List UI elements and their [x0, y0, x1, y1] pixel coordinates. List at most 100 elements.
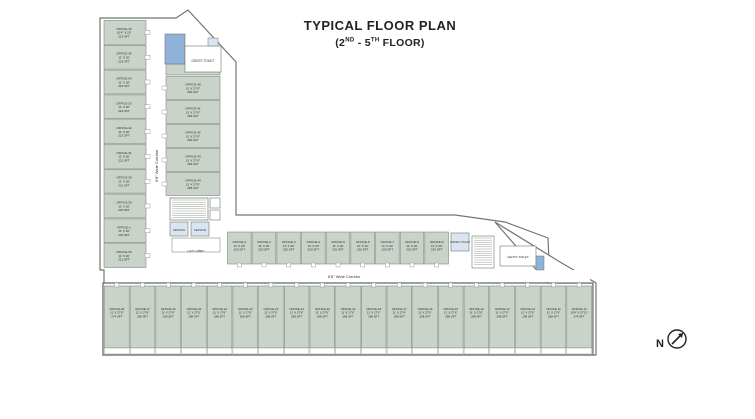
- compass-arrowhead-icon: [678, 333, 683, 338]
- office-area: 220 SFT: [431, 248, 443, 252]
- office-size: 11' X 20': [118, 56, 130, 60]
- office-area: 223 SFT: [118, 59, 130, 63]
- office-area: 220 SFT: [118, 233, 130, 237]
- office-room: [386, 285, 413, 349]
- office-size: 11' X 27'6": [444, 311, 458, 315]
- subtitle-part-3: FLOOR): [379, 37, 425, 49]
- office-size: 11' X 27'6": [264, 311, 278, 315]
- door-opening: [243, 282, 248, 288]
- office-size: 11' X 27'6": [521, 311, 535, 315]
- door-opening: [161, 181, 168, 187]
- office-area: 298 SFT: [214, 314, 225, 318]
- office-size: 11' X 27'6": [495, 311, 509, 315]
- office-name: OFFICE-29: [116, 201, 132, 205]
- door-opening: [261, 262, 267, 268]
- office-size: 10'4" X 20': [117, 31, 132, 35]
- door-opening: [144, 55, 151, 60]
- office-area: 221 SFT: [118, 134, 130, 138]
- office-name: OFFICE-35: [116, 52, 132, 56]
- door-opening: [217, 282, 222, 288]
- office-size: 11' X 27'6": [367, 311, 381, 315]
- office-name: OFFICE-34: [116, 77, 132, 81]
- office-size: 11' X 27'6": [186, 86, 200, 90]
- office-name: OFFICE-21: [289, 307, 304, 311]
- office-size: 11' X 27'6": [186, 134, 200, 138]
- office-size: 11' X 20': [332, 244, 344, 248]
- door-opening: [345, 282, 351, 288]
- office-room: [155, 285, 181, 349]
- office-area: 220 SFT: [382, 248, 394, 252]
- office-area: 298 SFT: [188, 314, 199, 318]
- office-room: [232, 285, 258, 349]
- office-area: 299 SFT: [187, 114, 199, 118]
- office-name: OFFICE-11: [546, 307, 561, 311]
- gents-toilet-top-label: GENTS TOILET: [192, 59, 215, 63]
- office-room: [206, 285, 233, 349]
- office-area: 298 SFT: [445, 314, 456, 318]
- office-name: OFFICE-31: [116, 151, 132, 155]
- office-name: OFFICE-1: [117, 225, 131, 229]
- office-area: 298 SFT: [137, 314, 148, 318]
- balcony: [309, 347, 335, 355]
- plan-title-main: TYPICAL FLOOR PLAN: [303, 18, 457, 33]
- office-name: OFFICE-28: [109, 307, 124, 311]
- door-opening: [371, 282, 376, 288]
- office-name: OFFICE-32: [116, 126, 132, 130]
- office-area: 298 SFT: [342, 314, 353, 318]
- office-size: 11' X 27'6": [316, 311, 330, 315]
- north-row-office: OFFICE-811' X 20'220 SFT: [399, 231, 425, 265]
- office-name: OFFICE-7: [380, 240, 394, 244]
- office-area: 298 SFT: [187, 186, 199, 190]
- office-area: 299 SFT: [187, 162, 199, 166]
- office-area: 298 SFT: [317, 314, 328, 318]
- office-area: 298 SFT: [420, 314, 431, 318]
- gents-toilet-right-label: GENTS TOILET: [507, 255, 529, 259]
- door-opening: [422, 282, 428, 288]
- door-opening: [551, 282, 556, 288]
- door-opening: [144, 203, 151, 209]
- office-name: OFFICE-50: [116, 250, 132, 254]
- horizontal-corridor-label: 6'8" Wide Corridor: [328, 274, 361, 279]
- office-name: OFFICE-6: [356, 240, 370, 244]
- lift-lobby-box: [171, 237, 221, 253]
- north-row-office: OFFICE-211' X 20'220 SFT: [251, 231, 277, 265]
- office-name: OFFICE-23: [238, 307, 253, 311]
- office-size: 11' X 27'6": [213, 311, 227, 315]
- door-opening: [161, 133, 168, 139]
- office-size: 11' X 20': [406, 244, 418, 248]
- door-opening: [335, 262, 341, 268]
- door-opening: [286, 262, 291, 268]
- door-opening: [144, 154, 151, 159]
- office-area: 298 SFT: [522, 314, 533, 318]
- office-name: OFFICE-5: [331, 240, 345, 244]
- office-size: 11' X 27'6": [186, 110, 200, 114]
- office-size: 11' X 20': [431, 244, 443, 248]
- office-room: [283, 285, 310, 349]
- plan-title-sub: (2ND - 5TH FLOOR): [300, 37, 460, 49]
- top-service-core: GENTS TOILET: [164, 33, 222, 73]
- balcony: [566, 347, 592, 355]
- balcony: [232, 347, 258, 355]
- office-area: 220 SFT: [332, 248, 344, 252]
- office-size: 11' X 27'6": [186, 182, 200, 186]
- door-opening: [474, 282, 479, 288]
- north-row-office: OFFICE-411' X 20'220 SFT: [301, 231, 326, 265]
- office-area: 220 SFT: [258, 248, 270, 252]
- office-size: 11' X 20': [118, 180, 130, 184]
- office-area: 220 SFT: [118, 208, 130, 212]
- office-name: OFFICE-44: [185, 179, 201, 183]
- north-label: N: [656, 338, 664, 350]
